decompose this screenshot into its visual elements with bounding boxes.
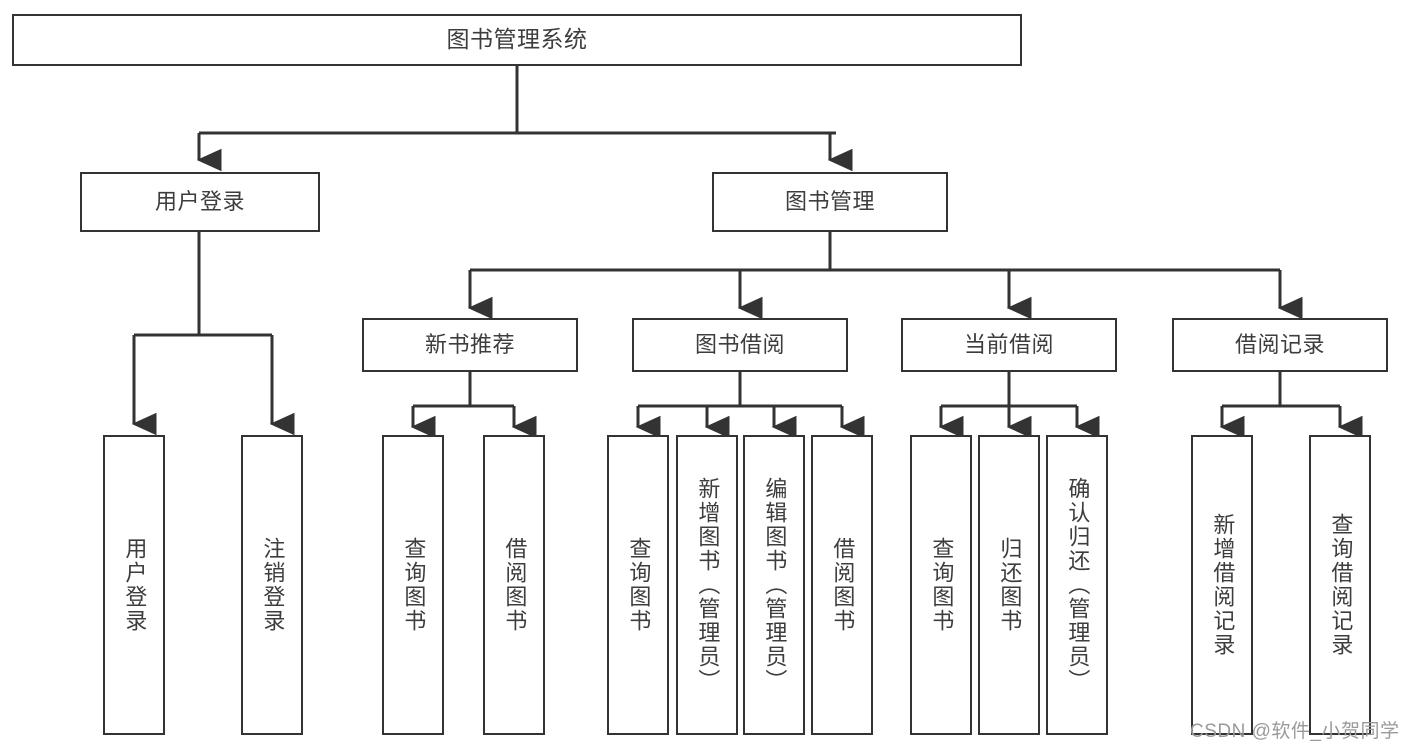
node-borrow-record[interactable]: 借阅记录 [1172,318,1388,372]
node-label: 用户登录 [154,189,245,215]
node-label: 图书借阅 [694,332,785,358]
node-label: 新增图书（管理员） [695,477,721,693]
node-label: 借阅图书 [502,537,528,633]
node-label: 查询图书 [929,537,955,633]
node-label: 新增借阅记录 [1210,513,1236,657]
leaf-confirm-return-admin[interactable]: 确认归还（管理员） [1046,435,1108,735]
node-label: 当前借阅 [963,332,1054,358]
node-new-book-recommend[interactable]: 新书推荐 [362,318,578,372]
leaf-edit-book-admin[interactable]: 编辑图书（管理员） [743,435,805,735]
leaf-query-book-current[interactable]: 查询图书 [910,435,972,735]
node-label: 图书管理系统 [446,26,588,53]
leaf-query-borrow-record[interactable]: 查询借阅记录 [1309,435,1371,735]
node-label: 查询图书 [401,537,427,633]
node-root-book-management-system[interactable]: 图书管理系统 [12,14,1022,66]
node-label: 确认归还（管理员） [1065,477,1091,693]
node-label: 查询图书 [626,537,652,633]
leaf-borrow-book[interactable]: 借阅图书 [811,435,873,735]
node-label: 借阅记录 [1234,332,1325,358]
watermark-text: CSDN @软件_小贺同学 [1190,721,1400,742]
node-label: 注销登录 [260,537,286,633]
node-label: 编辑图书（管理员） [762,477,788,693]
node-label: 图书管理 [784,189,875,215]
node-label: 新书推荐 [424,332,515,358]
node-user-login[interactable]: 用户登录 [80,172,320,232]
node-book-borrow[interactable]: 图书借阅 [632,318,848,372]
leaf-user-login[interactable]: 用户登录 [103,435,165,735]
leaf-add-book-admin[interactable]: 新增图书（管理员） [676,435,738,735]
leaf-query-book-borrow[interactable]: 查询图书 [607,435,669,735]
leaf-logout[interactable]: 注销登录 [241,435,303,735]
node-book-management[interactable]: 图书管理 [712,172,948,232]
node-label: 查询借阅记录 [1328,513,1354,657]
node-label: 用户登录 [122,537,148,633]
leaf-add-borrow-record[interactable]: 新增借阅记录 [1191,435,1253,735]
leaf-return-book[interactable]: 归还图书 [978,435,1040,735]
node-label: 归还图书 [997,537,1023,633]
leaf-query-book-recommend[interactable]: 查询图书 [382,435,444,735]
node-label: 借阅图书 [830,537,856,633]
node-current-borrow[interactable]: 当前借阅 [901,318,1117,372]
leaf-borrow-book-recommend[interactable]: 借阅图书 [483,435,545,735]
